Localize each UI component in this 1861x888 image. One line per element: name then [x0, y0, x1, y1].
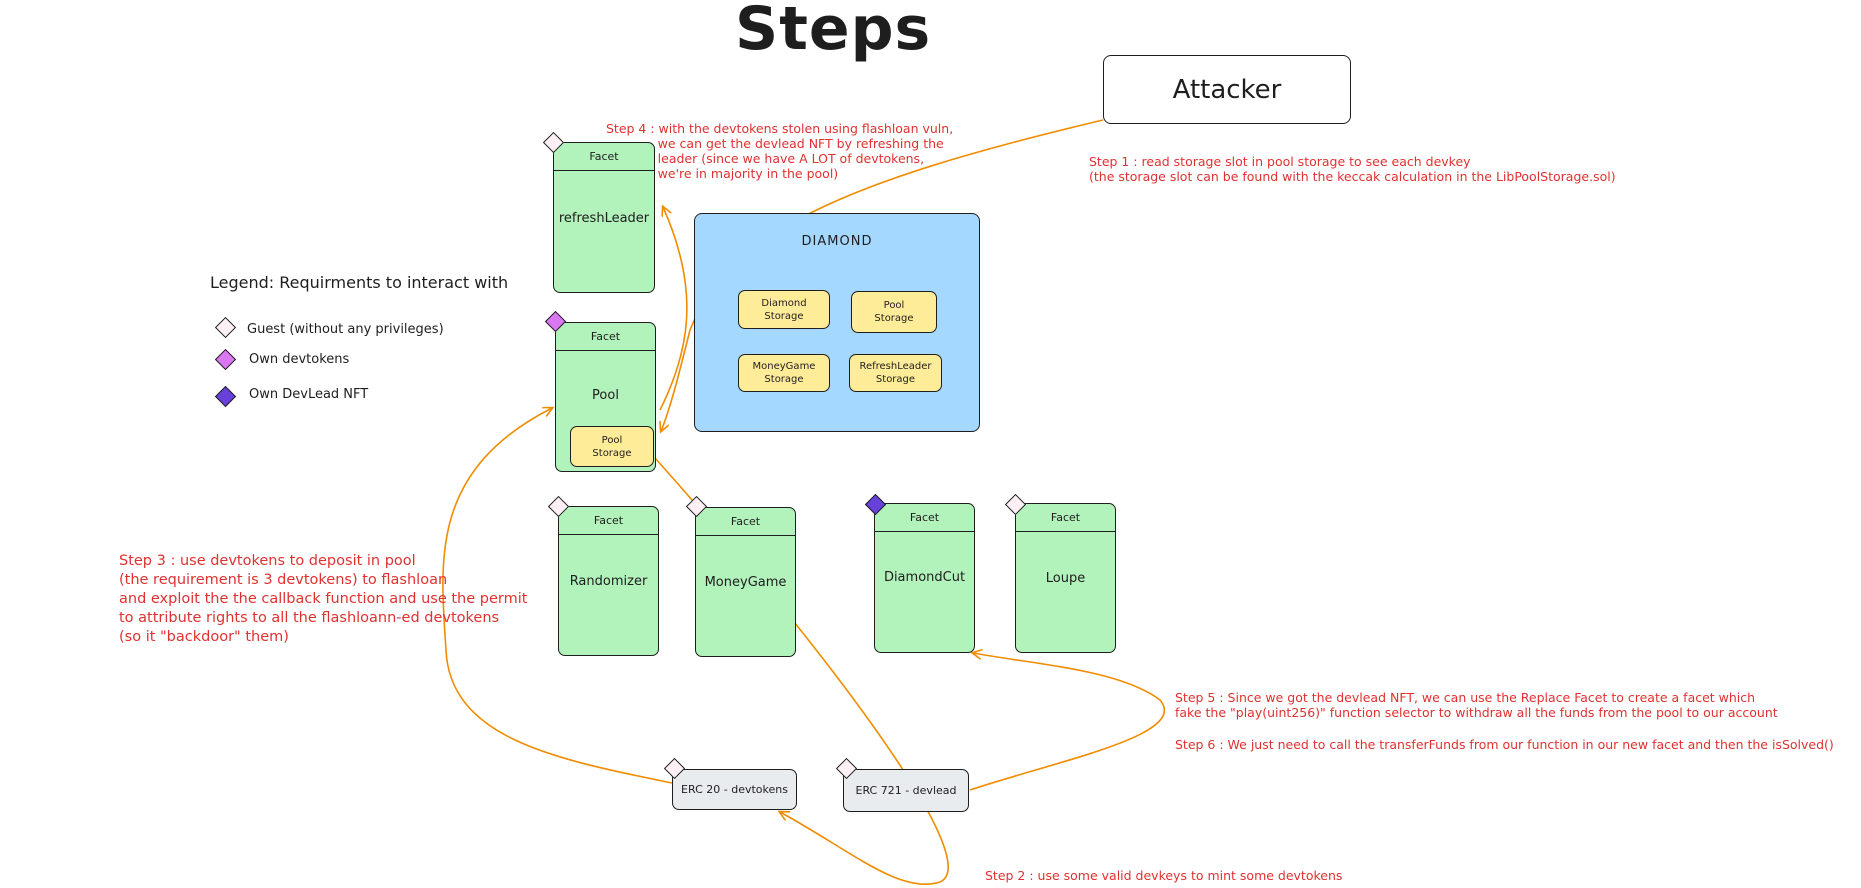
diamond-storage: Diamond Storage [738, 290, 830, 329]
refreshleader-storage: RefreshLeader Storage [849, 354, 942, 392]
attacker-box: Attacker [1103, 55, 1351, 124]
facet-name: DiamondCut [883, 570, 966, 585]
step2-note: Step 2 : use some valid devkeys to mint … [985, 868, 1343, 883]
step1-note: Step 1 : read storage slot in pool stora… [1089, 154, 1616, 184]
facet-header: Facet [554, 143, 654, 171]
step6-note: Step 6 : We just need to call the transf… [1175, 737, 1834, 752]
step3-note: Step 3 : use devtokens to deposit in poo… [119, 553, 528, 645]
facet-name: MoneyGame [704, 575, 787, 590]
legend-item-devlead: Own DevLead NFT [249, 387, 369, 402]
step5-note: Step 5 : Since we got the devlead NFT, w… [1175, 690, 1778, 720]
facet-diamond-cut: Facet DiamondCut [874, 503, 975, 653]
pool-storage: Pool Storage [570, 426, 654, 467]
diamond-pool-storage: Pool Storage [851, 291, 937, 333]
arrow-erc20-to-pool [442, 408, 673, 784]
legend-title: Legend: Requirments to interact with [210, 273, 509, 292]
step4-note: Step 4 : with the devtokens stolen using… [606, 121, 954, 181]
facet-header: Facet [1016, 504, 1115, 532]
facet-loupe: Facet Loupe [1015, 503, 1116, 653]
moneygame-storage: MoneyGame Storage [738, 354, 830, 392]
facet-name: Randomizer [569, 574, 648, 589]
facet-refresh-leader: Facet refreshLeader [553, 142, 655, 293]
facet-header: Facet [875, 504, 974, 532]
facet-header: Facet [696, 508, 795, 536]
page-title: Steps [735, 0, 932, 64]
arrow-pool-to-refresh [659, 207, 688, 411]
facet-header: Facet [559, 507, 658, 535]
attacker-label: Attacker [1172, 74, 1282, 105]
facet-name: Pool [592, 388, 619, 403]
legend-item-devtokens: Own devtokens [249, 352, 350, 367]
erc20-devtokens: ERC 20 - devtokens [672, 769, 797, 810]
facet-name: refreshLeader [558, 211, 650, 226]
erc721-devlead: ERC 721 - devlead [843, 769, 969, 812]
diamond-container: DIAMOND Diamond Storage Pool Storage Mon… [694, 213, 980, 432]
facet-money-game: Facet MoneyGame [695, 507, 796, 657]
legend-item-guest: Guest (without any privileges) [247, 322, 444, 337]
facet-randomizer: Facet Randomizer [558, 506, 659, 656]
arrow-erc721-to-diamondcut [969, 653, 1166, 791]
facet-name: Loupe [1045, 571, 1086, 586]
erc721-label: ERC 721 - devlead [855, 784, 957, 797]
diamond-label: DIAMOND [801, 234, 873, 249]
facet-header: Facet [556, 323, 655, 351]
erc20-label: ERC 20 - devtokens [681, 783, 788, 796]
